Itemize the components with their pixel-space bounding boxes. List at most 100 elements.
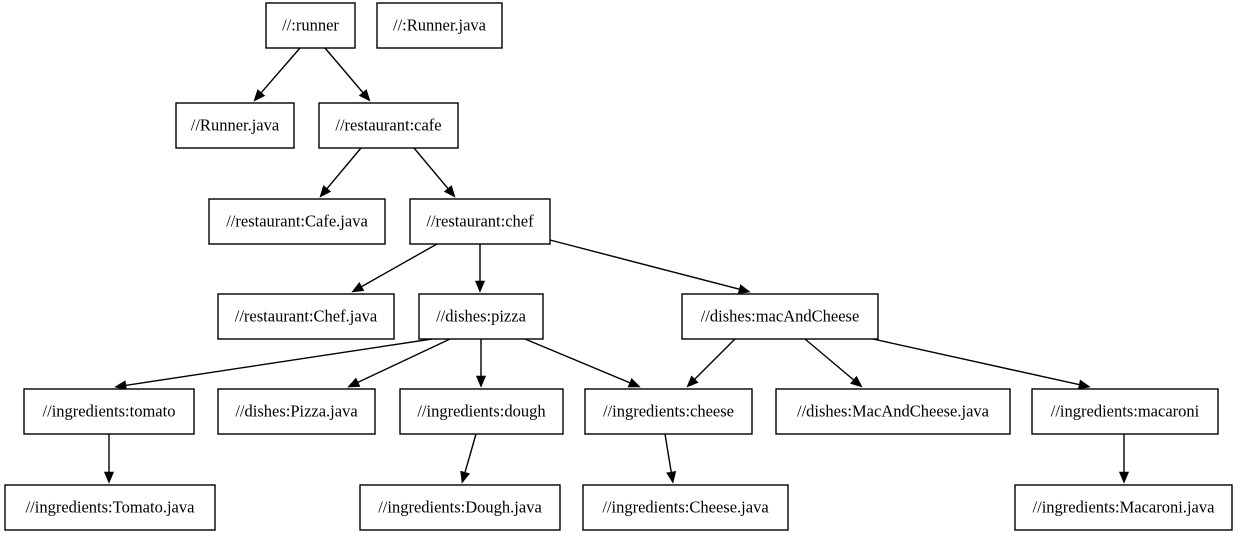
node-label: //ingredients:macaroni	[1051, 401, 1200, 420]
node-box[interactable]	[1031, 388, 1219, 435]
graph-edge	[804, 338, 863, 388]
graph-node-dishes_mac[interactable]: //dishes:macAndCheese	[681, 293, 879, 340]
node-box[interactable]	[217, 388, 376, 435]
edge-line	[124, 338, 433, 387]
edge-line	[413, 147, 450, 191]
graph-node-runner_java_root[interactable]: //:Runner.java	[376, 2, 503, 49]
graph-edge	[319, 147, 362, 198]
graph-edge	[1118, 434, 1130, 484]
graph-node-runner[interactable]: //:runner	[265, 2, 356, 49]
graph-node-dishes_pizza[interactable]: //dishes:pizza	[418, 293, 544, 340]
node-box[interactable]	[399, 388, 564, 435]
edge-line	[356, 338, 451, 384]
node-box[interactable]	[217, 293, 395, 340]
graph-edge	[114, 338, 433, 391]
edge-line	[359, 243, 438, 288]
graph-node-ing_tomato[interactable]: //ingredients:tomato	[23, 388, 195, 435]
graph-node-restaurant_chef[interactable]: //restaurant:chef	[409, 198, 551, 245]
edge-arrowhead	[737, 284, 751, 295]
node-label: //restaurant:Chef.java	[235, 306, 378, 325]
edge-line	[693, 338, 736, 381]
node-label: //dishes:MacAndCheese.java	[797, 401, 990, 420]
nodes-layer: //:runner //:Runner.java //Runner.java //re…	[4, 2, 1233, 531]
edge-arrowhead	[358, 89, 371, 102]
edge-line	[549, 239, 741, 291]
node-label: //dishes:Pizza.java	[235, 401, 358, 420]
graph-edge	[413, 147, 456, 198]
graph-node-mac_java[interactable]: //dishes:MacAndCheese.java	[775, 388, 1011, 435]
edge-line	[259, 47, 301, 95]
edge-arrowhead	[443, 185, 456, 198]
node-label: //dishes:macAndCheese	[701, 306, 860, 325]
edge-arrowhead	[1118, 471, 1130, 484]
graph-node-restaurant_cafe[interactable]: //restaurant:cafe	[318, 102, 459, 149]
graph-edge	[664, 433, 677, 484]
edge-arrowhead	[351, 282, 365, 293]
node-label: //restaurant:chef	[426, 211, 534, 230]
node-box[interactable]	[376, 2, 503, 49]
edge-arrowhead	[319, 185, 332, 198]
graph-edge	[351, 243, 438, 293]
graph-edge	[460, 433, 477, 484]
node-label: //ingredients:Tomato.java	[26, 497, 196, 516]
node-box[interactable]	[775, 388, 1011, 435]
node-box[interactable]	[265, 2, 356, 49]
graph-edge	[872, 338, 1091, 390]
graph-node-cafe_java[interactable]: //restaurant:Cafe.java	[208, 198, 386, 245]
edge-arrowhead	[460, 470, 470, 484]
edge-line	[325, 147, 362, 191]
graph-edge	[474, 244, 486, 293]
graph-node-ing_macaroni[interactable]: //ingredients:macaroni	[1031, 388, 1219, 435]
edge-line	[524, 338, 632, 384]
edges-layer	[103, 47, 1130, 484]
node-label: //:Runner.java	[393, 15, 487, 34]
node-label: //ingredients:Dough.java	[378, 497, 542, 516]
edge-arrowhead	[347, 377, 361, 388]
graph-node-ing_cheese[interactable]: //ingredients:cheese	[584, 388, 753, 435]
node-label: //:runner	[282, 15, 339, 34]
node-box[interactable]	[208, 198, 386, 245]
node-label: //restaurant:cafe	[335, 115, 441, 134]
edge-arrowhead	[850, 375, 863, 388]
node-box[interactable]	[175, 102, 295, 149]
edge-arrowhead	[666, 471, 677, 484]
edge-arrowhead	[475, 375, 487, 388]
graph-edge	[347, 338, 451, 388]
edge-line	[463, 433, 477, 475]
node-label: //ingredients:Macaroni.java	[1033, 497, 1216, 516]
graph-edge	[475, 339, 487, 388]
node-label: //ingredients:dough	[417, 401, 546, 420]
graph-node-pizza_java[interactable]: //dishes:Pizza.java	[217, 388, 376, 435]
edge-line	[324, 47, 365, 95]
edge-arrowhead	[253, 89, 266, 102]
graph-node-macaroni_java[interactable]: //ingredients:Macaroni.java	[1014, 484, 1233, 531]
edge-arrowhead	[103, 471, 115, 484]
node-label: //ingredients:tomato	[43, 401, 176, 420]
node-box[interactable]	[1014, 484, 1233, 531]
node-box[interactable]	[23, 388, 195, 435]
graph-edge	[253, 47, 301, 102]
graph-node-tomato_java[interactable]: //ingredients:Tomato.java	[4, 484, 216, 531]
node-box[interactable]	[584, 388, 753, 435]
node-box[interactable]	[4, 484, 216, 531]
node-box[interactable]	[681, 293, 879, 340]
edge-arrowhead	[686, 375, 699, 388]
node-box[interactable]	[418, 293, 544, 340]
graph-node-chef_java[interactable]: //restaurant:Chef.java	[217, 293, 395, 340]
graph-node-runner_java[interactable]: //Runner.java	[175, 102, 295, 149]
node-box[interactable]	[318, 102, 459, 149]
graph-node-dough_java[interactable]: //ingredients:Dough.java	[359, 484, 561, 531]
node-box[interactable]	[359, 484, 561, 531]
edge-arrowhead	[627, 377, 641, 388]
node-box[interactable]	[582, 484, 789, 531]
edge-line	[804, 338, 856, 382]
node-label: //ingredients:cheese	[603, 401, 734, 420]
node-label: //Runner.java	[191, 115, 280, 134]
node-label: //ingredients:Cheese.java	[602, 497, 769, 516]
graph-node-cheese_java[interactable]: //ingredients:Cheese.java	[582, 484, 789, 531]
edge-line	[664, 433, 673, 474]
graph-node-ing_dough[interactable]: //ingredients:dough	[399, 388, 564, 435]
node-box[interactable]	[409, 198, 551, 245]
